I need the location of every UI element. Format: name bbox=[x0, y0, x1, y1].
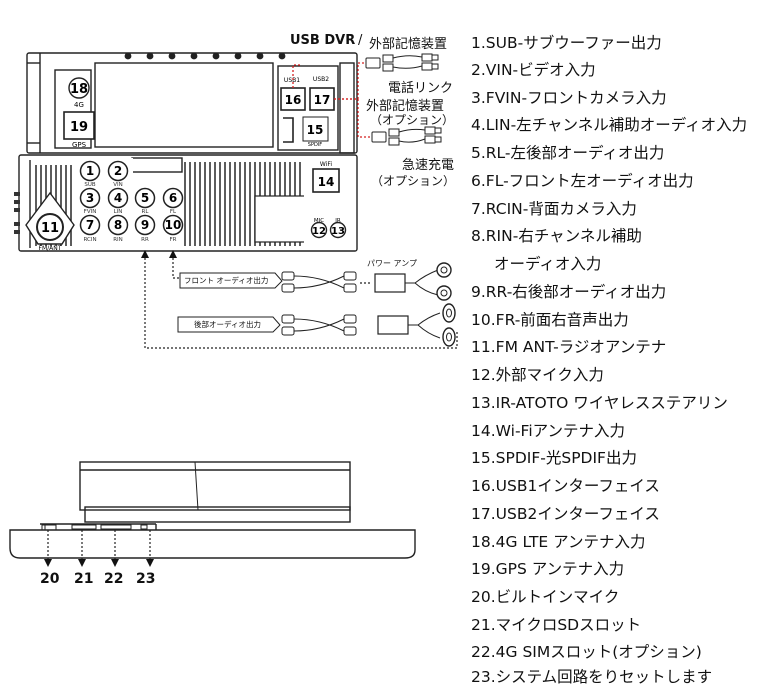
legend-item-5: 5.RL-左後部オーディオ出力 bbox=[471, 144, 665, 162]
legend-item-6: 6.FL-フロント左オーディオ出力 bbox=[471, 172, 694, 190]
legend-item-17: 17.USB2インターフェイス bbox=[471, 505, 660, 523]
top-vent-holes bbox=[124, 52, 286, 60]
connector-7-num: 7 bbox=[86, 218, 94, 232]
legend-item-8b: オーディオ入力 bbox=[494, 255, 602, 273]
connector-13 bbox=[329, 221, 347, 239]
rear-audio-callout bbox=[177, 303, 456, 347]
legend-item-13: 13.IR-ATOTO ワイヤレスステアリン bbox=[471, 394, 728, 412]
side-profile bbox=[9, 461, 416, 559]
front-audio-callout bbox=[179, 262, 452, 301]
legend-item-7: 7.RCIN-背面カメラ入力 bbox=[471, 200, 637, 218]
legend-item-22: 22.4G SIMスロット(オプション) bbox=[471, 643, 702, 661]
connector-1-num: 1 bbox=[86, 164, 94, 178]
ext-storage-label-2: 外部記憶装置 bbox=[366, 99, 445, 114]
legend-item-14: 14.Wi-Fiアンテナ入力 bbox=[471, 422, 626, 440]
header-slash: / bbox=[358, 33, 363, 48]
output-arrows bbox=[141, 250, 177, 258]
connector-12-num: 12 bbox=[312, 226, 326, 237]
label-fr: FR bbox=[170, 237, 177, 243]
usb-dvr-label: USB DVR bbox=[290, 33, 356, 48]
legend-item-18: 18.4G LTE アンテナ入力 bbox=[471, 533, 646, 551]
upper-chassis bbox=[26, 52, 358, 154]
connector-10-num: 10 bbox=[165, 218, 182, 232]
connector-9-num: 9 bbox=[141, 218, 149, 232]
label-sub: SUB bbox=[84, 182, 96, 188]
label-vin: VIN bbox=[113, 182, 123, 188]
legend-item-11: 11.FM ANT-ラジオアンテナ bbox=[471, 338, 667, 356]
usb-leader-lines bbox=[292, 62, 372, 138]
label-usb1: USB1 bbox=[284, 77, 300, 84]
rear-audio-label: 後部オーディオ出力 bbox=[194, 320, 261, 329]
callout-20: 20 bbox=[40, 571, 60, 587]
legend-item-10: 10.FR-前面右音声出力 bbox=[471, 311, 629, 329]
label-rcin: RCIN bbox=[83, 237, 96, 243]
connector-13-num: 13 bbox=[331, 226, 345, 237]
label-usb2: USB2 bbox=[313, 76, 329, 83]
label-lin: LIN bbox=[114, 209, 123, 215]
label-spdif: SPDIF bbox=[308, 142, 323, 148]
power-amp-label: パワー アンプ bbox=[367, 259, 417, 268]
legend-item-15: 15.SPDIF-光SPDIF出力 bbox=[471, 449, 637, 467]
connector-6-num: 6 bbox=[169, 191, 177, 205]
legend-item-1: 1.SUB-サブウーファー出力 bbox=[471, 34, 662, 52]
legend-item-2: 2.VIN-ビデオ入力 bbox=[471, 61, 596, 79]
label-fvin: FVIN bbox=[84, 209, 97, 215]
legend-item-8: 8.RIN-右チャンネル補助 bbox=[471, 227, 642, 245]
label-gps: GPS bbox=[72, 141, 87, 149]
connector-16-num: 16 bbox=[285, 93, 302, 107]
usb-cable-icons bbox=[365, 53, 442, 146]
callout-23: 23 bbox=[136, 571, 156, 587]
legend-item-3: 3.FVIN-フロントカメラ入力 bbox=[471, 89, 667, 107]
legend-item-20: 20.ビルトインマイク bbox=[471, 588, 620, 606]
ext-storage-label: 外部記憶装置 bbox=[369, 37, 448, 52]
connector-2-num: 2 bbox=[114, 164, 122, 178]
callout-21: 21 bbox=[74, 571, 94, 587]
connector-11 bbox=[36, 213, 64, 241]
legend-item-9: 9.RR-右後部オーディオ出力 bbox=[471, 283, 667, 301]
fast-charge-label: 急速充電 bbox=[402, 158, 455, 173]
label-fm-ant: FM/ANT bbox=[39, 245, 62, 252]
bottom-leader-lines bbox=[47, 530, 151, 560]
connector-17-num: 17 bbox=[314, 93, 331, 107]
side-notches bbox=[14, 192, 20, 234]
legend-item-23: 23.システム回路をりセットします bbox=[471, 668, 713, 686]
connector-12 bbox=[310, 221, 328, 239]
connector-15-num: 15 bbox=[307, 123, 324, 137]
connector-18-num: 18 bbox=[70, 82, 88, 97]
connector-3-num: 3 bbox=[86, 191, 94, 205]
label-mic: MIC bbox=[314, 218, 324, 224]
label-fl: FL bbox=[170, 209, 177, 215]
legend-item-21: 21.マイクロSDスロット bbox=[471, 616, 642, 634]
bottom-arrows bbox=[44, 559, 154, 567]
callout-22: 22 bbox=[104, 571, 124, 587]
legend-item-4: 4.LIN-左チャンネル補助オーディオ入力 bbox=[471, 116, 748, 134]
option-label-2: （オプション） bbox=[371, 174, 456, 188]
legend-item-19: 19.GPS アンテナ入力 bbox=[471, 560, 625, 578]
label-rin: RIN bbox=[113, 237, 123, 243]
label-4g: 4G bbox=[74, 101, 84, 109]
connector-18 bbox=[68, 77, 90, 99]
legend-item-16: 16.USB1インターフェイス bbox=[471, 477, 660, 495]
connector-5-num: 5 bbox=[141, 191, 149, 205]
connector-19 bbox=[63, 111, 95, 140]
label-ir: IR bbox=[335, 218, 341, 224]
connector-14-num: 14 bbox=[318, 175, 335, 189]
phone-link-label: 電話リンク bbox=[388, 81, 454, 96]
legend-item-12: 12.外部マイク入力 bbox=[471, 366, 604, 384]
label-rr: RR bbox=[141, 237, 149, 243]
connector-4-num: 4 bbox=[114, 191, 122, 205]
front-audio-label: フロント オーディオ出力 bbox=[184, 276, 269, 285]
option-label-1: （オプション） bbox=[370, 113, 455, 127]
label-wifi: WiFi bbox=[320, 161, 332, 168]
connector-19-num: 19 bbox=[70, 120, 88, 135]
connector-14 bbox=[312, 168, 340, 193]
connector-15 bbox=[302, 116, 329, 142]
label-rl: RL bbox=[142, 209, 150, 215]
connector-8-num: 8 bbox=[114, 218, 122, 232]
connector-11-num: 11 bbox=[41, 221, 59, 236]
audio-leader-lines bbox=[144, 258, 458, 349]
rca-connectors bbox=[79, 160, 184, 236]
